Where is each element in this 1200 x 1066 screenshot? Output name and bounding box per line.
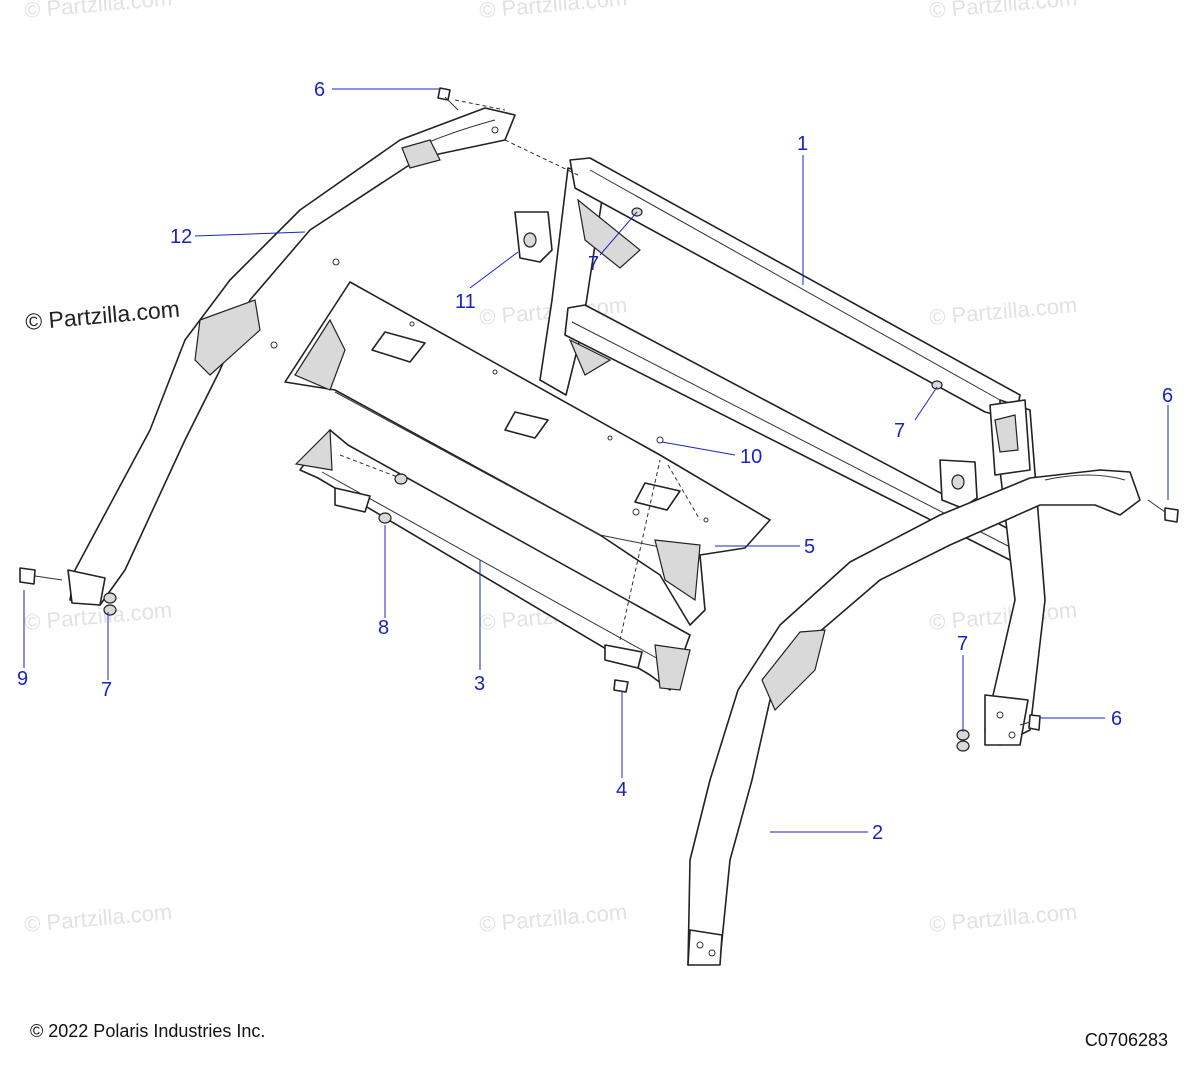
watermark: © Partzilla.com — [928, 899, 1078, 937]
leader-lines — [23, 88, 1169, 833]
callout-labels: 1 2 3 4 5 6 6 6 7 7 7 7 8 9 10 11 12 — [17, 79, 1173, 844]
callout-11: 11 — [455, 291, 476, 313]
part-left-front-bar — [67, 107, 516, 606]
callout-4: 4 — [616, 779, 627, 801]
part-rear-frame — [514, 157, 1046, 746]
callout-6b: 6 — [1162, 385, 1173, 407]
part-right-front-bar — [687, 469, 1141, 966]
callout-8: 8 — [378, 617, 389, 639]
watermark: © Partzilla.com — [928, 0, 1078, 23]
callout-12: 12 — [170, 226, 192, 248]
callout-7c: 7 — [957, 633, 968, 655]
watermark: © Partzilla.com — [478, 899, 628, 937]
callout-7d: 7 — [101, 679, 112, 701]
callout-3: 3 — [474, 673, 485, 695]
watermark: © Partzilla.com — [928, 597, 1078, 635]
hardware-group — [19, 87, 1179, 752]
watermark: © Partzilla.com — [23, 0, 173, 23]
part-rear-panel — [270, 258, 771, 626]
callout-7a: 7 — [588, 253, 599, 275]
callout-5: 5 — [804, 536, 815, 558]
watermark: © Partzilla.com — [23, 899, 173, 937]
callout-9: 9 — [17, 668, 28, 690]
callout-6a: 6 — [314, 79, 325, 101]
watermark-prominent: © Partzilla.com — [24, 296, 181, 335]
watermark: © Partzilla.com — [928, 292, 1078, 330]
part-cross-bar — [294, 428, 691, 691]
callout-2: 2 — [872, 822, 883, 844]
copyright-notice: © 2022 Polaris Industries Inc. — [30, 1021, 266, 1041]
callout-6c: 6 — [1111, 708, 1122, 730]
diagram-code: C0706283 — [1084, 1030, 1168, 1050]
callout-7b: 7 — [894, 420, 905, 442]
callout-1: 1 — [797, 133, 808, 155]
watermark: © Partzilla.com — [478, 0, 628, 23]
callout-10: 10 — [740, 446, 762, 468]
